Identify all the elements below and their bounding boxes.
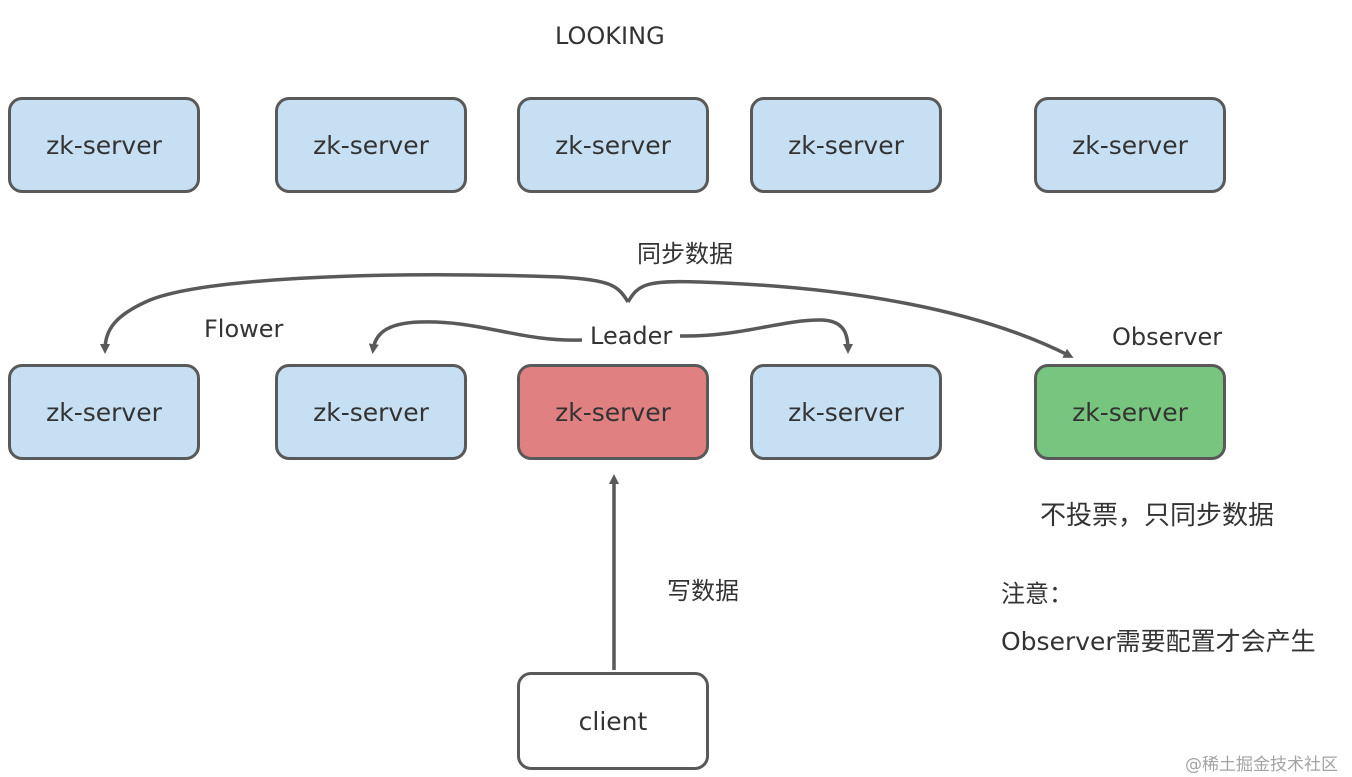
client-node[interactable]: client	[517, 672, 709, 770]
observer-note: 不投票，只同步数据	[1040, 501, 1275, 531]
server-looking-3[interactable]: zk-server	[517, 97, 709, 193]
server-follower-1[interactable]: zk-server	[8, 364, 200, 460]
server-observer[interactable]: zk-server	[1034, 364, 1226, 460]
server-label: zk-server	[1072, 397, 1188, 427]
server-label: zk-server	[555, 397, 671, 427]
server-looking-2[interactable]: zk-server	[275, 97, 467, 193]
client-label: client	[578, 706, 648, 736]
server-follower-3[interactable]: zk-server	[750, 364, 942, 460]
server-follower-2[interactable]: zk-server	[275, 364, 467, 460]
write-data-label: 写数据	[667, 577, 739, 605]
server-label: zk-server	[46, 130, 162, 160]
leader-role-label: Leader	[590, 322, 673, 350]
server-looking-1[interactable]: zk-server	[8, 97, 200, 193]
watermark: @稀土掘金技术社区	[1185, 755, 1338, 775]
looking-label: LOOKING	[555, 22, 665, 50]
leader-arrow-to-follower-right	[679, 318, 853, 354]
server-label: zk-server	[1072, 130, 1188, 160]
note-body: Observer需要配置才会产生	[1001, 627, 1316, 656]
server-label: zk-server	[788, 397, 904, 427]
follower-role-label: Flower	[204, 315, 284, 343]
server-looking-4[interactable]: zk-server	[750, 97, 942, 193]
server-looking-5[interactable]: zk-server	[1034, 97, 1226, 193]
server-label: zk-server	[555, 130, 671, 160]
server-label: zk-server	[788, 130, 904, 160]
sync-arrow-to-observer	[626, 279, 1074, 358]
server-leader[interactable]: zk-server	[517, 364, 709, 460]
server-label: zk-server	[313, 130, 429, 160]
sync-data-label: 同步数据	[637, 240, 733, 268]
sync-arrow-to-flower	[100, 273, 630, 354]
observer-role-label: Observer	[1112, 323, 1223, 351]
note-title: 注意：	[1001, 580, 1073, 608]
server-label: zk-server	[313, 397, 429, 427]
server-label: zk-server	[46, 397, 162, 427]
leader-arrow-to-follower-left	[368, 320, 583, 354]
